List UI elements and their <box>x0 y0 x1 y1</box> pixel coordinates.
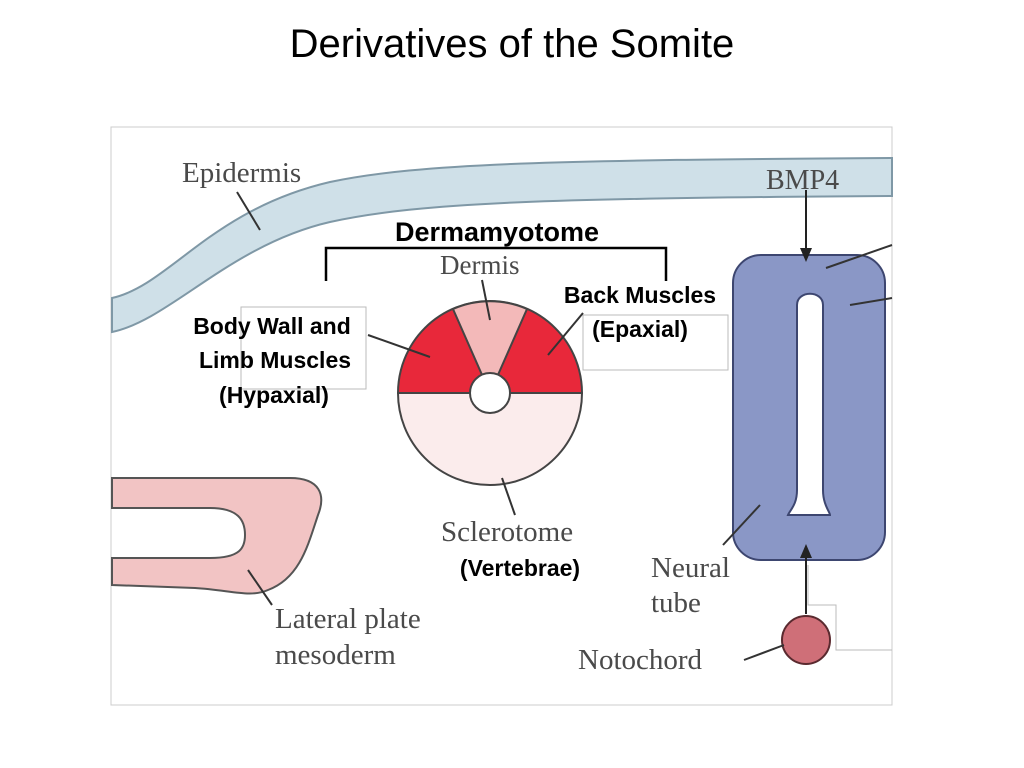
dermamyotome-label: Dermamyotome <box>395 217 599 247</box>
lateral-plate-shape <box>111 477 323 595</box>
dermis-region <box>451 300 529 396</box>
hypaxial-label: (Hypaxial) <box>219 382 329 408</box>
notochord-circle <box>781 615 831 665</box>
sclerotome-label: Sclerotome <box>441 516 573 548</box>
somite-center <box>469 372 511 414</box>
epidermis-label: Epidermis <box>182 157 301 189</box>
lateral-plate-label-line2: mesoderm <box>275 639 396 671</box>
epaxial-box <box>582 314 729 371</box>
limb-muscles-label: Limb Muscles <box>199 347 351 373</box>
lateral-plate-label-line1: Lateral plate <box>275 603 421 635</box>
slide-title: Derivatives of the Somite <box>289 22 735 66</box>
back-muscles-label: Back Muscles <box>564 282 716 308</box>
leader-lines <box>236 191 893 661</box>
notochord-arrow-up <box>800 544 812 614</box>
bmp4-arrow-down <box>800 190 812 262</box>
epidermis-band <box>111 156 893 334</box>
vertebrae-label: (Vertebrae) <box>460 555 580 581</box>
neural-canal <box>786 292 832 516</box>
neural-tube-label-line1: Neural <box>651 552 730 584</box>
sclerotome-region <box>396 392 584 486</box>
notochord-label: Notochord <box>578 644 703 676</box>
neural-tube-label-line2: tube <box>651 587 701 619</box>
dermis-label: Dermis <box>440 250 519 280</box>
body-wall-label: Body Wall and <box>193 313 351 339</box>
dermamyotome-bracket <box>324 246 668 281</box>
bmp4-label: BMP4 <box>766 165 839 196</box>
hypaxial-box <box>240 306 367 390</box>
epaxial-label: (Epaxial) <box>592 316 688 342</box>
